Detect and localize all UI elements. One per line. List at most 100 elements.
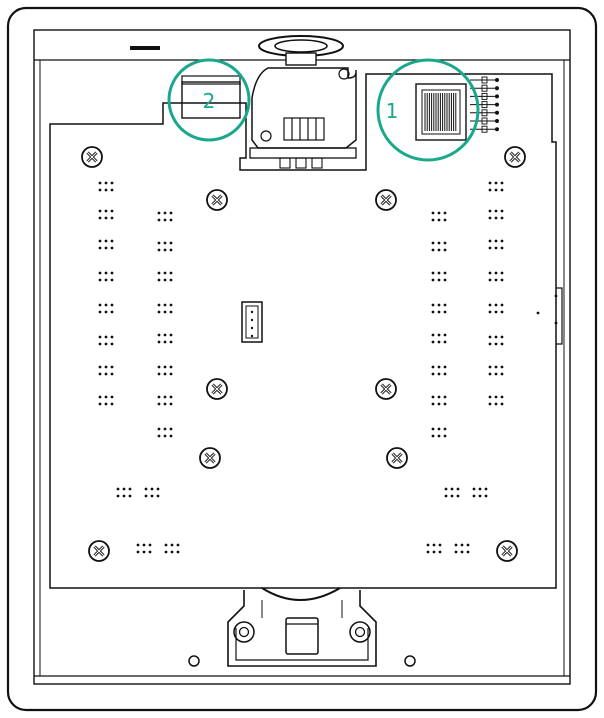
dot [169,333,173,337]
dot [110,335,114,339]
dot [488,181,492,185]
dot [494,209,498,213]
dot [494,303,498,307]
dot [488,335,492,339]
dot [110,395,114,399]
dot [494,271,498,275]
dot [432,543,436,547]
pcb-outline [49,73,557,589]
dot [163,248,167,252]
dot [104,395,108,399]
dot [438,550,442,554]
dot [484,487,488,491]
dot [163,333,167,337]
dot [169,278,173,282]
dot [456,487,460,491]
dot [144,487,148,491]
pin-dot [495,102,499,107]
dot [163,271,167,275]
dot [169,365,173,369]
dot [98,402,102,406]
dot-grid [136,543,152,554]
dot [98,310,102,314]
dot [128,487,132,491]
dot-grid [454,543,470,554]
dot [163,427,167,431]
dot-grid [431,241,447,252]
dot [500,246,504,250]
dot [157,248,161,252]
dot [169,372,173,376]
dot-grid [98,271,114,282]
dot-grid [444,487,460,498]
dot [116,494,120,498]
cross-screw-icon [375,378,397,400]
dot [500,181,504,185]
dot [443,365,447,369]
dot [450,487,454,491]
screw-cross-inner [87,152,97,162]
pin-pad [481,84,488,92]
outer-housing [6,6,598,712]
dot [157,365,161,369]
dot [460,543,464,547]
dot [500,372,504,376]
dot [443,241,447,245]
dot [437,310,441,314]
dot [104,278,108,282]
dot [500,335,504,339]
dot [164,550,168,554]
dot [437,303,441,307]
pin-pad [481,109,488,117]
dot [472,494,476,498]
chip-component-1 [415,83,467,141]
screw-cross-inner [212,195,222,205]
component-2 [181,81,241,119]
dot [500,395,504,399]
dot [494,246,498,250]
pin-pad [481,76,488,84]
dot [494,216,498,220]
dot [157,340,161,344]
dot [494,278,498,282]
cross-screw-icon [375,189,397,211]
dot [110,239,114,243]
dot [163,402,167,406]
dot [488,365,492,369]
dot-grid [488,365,504,376]
dot-grid [426,543,442,554]
dot [104,342,108,346]
dot [431,365,435,369]
dot [426,543,430,547]
dot [169,402,173,406]
dot [500,342,504,346]
dot [157,271,161,275]
dot [500,216,504,220]
dot [437,427,441,431]
dot-grid [472,487,488,498]
dot [98,181,102,185]
dot [110,402,114,406]
dot [169,271,173,275]
screw-cross-inner [392,453,402,463]
dot [122,494,126,498]
dot [443,434,447,438]
dot [478,494,482,498]
dot [136,543,140,547]
dot [450,494,454,498]
dot [110,216,114,220]
pin-pad [481,101,488,109]
dot [443,402,447,406]
dot [484,494,488,498]
dot [163,310,167,314]
dot [437,333,441,337]
edge-dot [536,311,540,315]
dot [500,188,504,192]
inner-frame [33,29,571,685]
dot [437,434,441,438]
dot [110,188,114,192]
edge-dot [554,321,558,325]
dot [169,303,173,307]
dot [150,487,154,491]
callout-2: 2 [167,58,251,142]
